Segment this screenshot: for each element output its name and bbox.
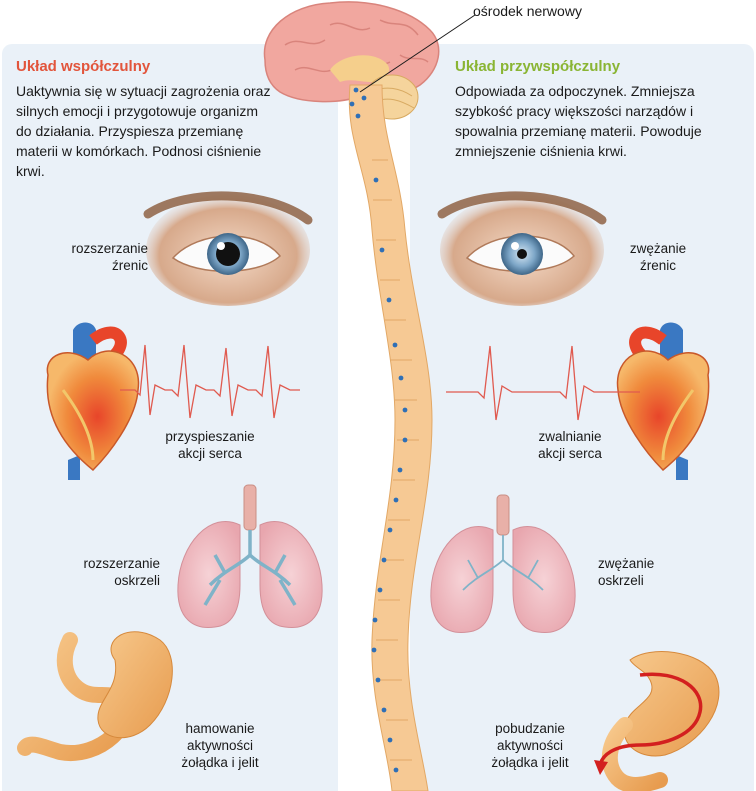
- nerve-dot: [393, 767, 399, 773]
- nerve-dot: [355, 113, 361, 119]
- nerve-dot: [379, 247, 385, 253]
- nerve-dot: [393, 497, 399, 503]
- eye-dilated-pupil: [143, 191, 313, 306]
- nerve-dot: [387, 527, 393, 533]
- callout-line: [359, 14, 476, 93]
- callout-nerve-center: ośrodek nerwowy: [473, 3, 582, 19]
- spinal-cord: [348, 84, 433, 791]
- nerve-dot: [387, 737, 393, 743]
- nerve-center-dots: [349, 87, 408, 773]
- nerve-dot: [361, 95, 367, 101]
- lungs-dilated-bronchi: [177, 484, 323, 629]
- heart-illustration-right: [616, 322, 710, 480]
- ecg-line-slow: [446, 345, 640, 421]
- nerve-dot: [402, 407, 408, 413]
- parasympathetic-title: Układ przywspółczulny: [455, 58, 621, 75]
- eye-constricted-pupil: [437, 191, 607, 306]
- nerve-dot: [381, 557, 387, 563]
- stomach-stimulated: [594, 651, 720, 791]
- nerve-dot: [392, 342, 398, 348]
- nerve-dot: [397, 467, 403, 473]
- nerve-dot: [373, 177, 379, 183]
- lungs-constricted-bronchi: [430, 494, 576, 634]
- nerve-dot: [349, 101, 355, 107]
- heart-illustration-left: [46, 322, 140, 480]
- nerve-dot: [371, 647, 377, 653]
- nerve-dot: [381, 707, 387, 713]
- parasympathetic-description: Odpowiada za odpoczynek. Zmniejsza szybk…: [455, 83, 702, 159]
- nerve-dot: [353, 87, 359, 93]
- stomach-inhibited: [17, 631, 173, 762]
- nerve-dot: [386, 297, 392, 303]
- nerve-dot: [377, 587, 383, 593]
- nerve-dot: [375, 677, 381, 683]
- nerve-dot: [398, 375, 404, 381]
- ecg-line-fast: [120, 344, 300, 419]
- nerve-dot: [372, 617, 378, 623]
- sympathetic-title: Układ współczulny: [16, 58, 151, 75]
- nerve-dot: [402, 437, 408, 443]
- sympathetic-description: Uaktywnia się w sytuacji zagrożenia oraz…: [16, 83, 271, 179]
